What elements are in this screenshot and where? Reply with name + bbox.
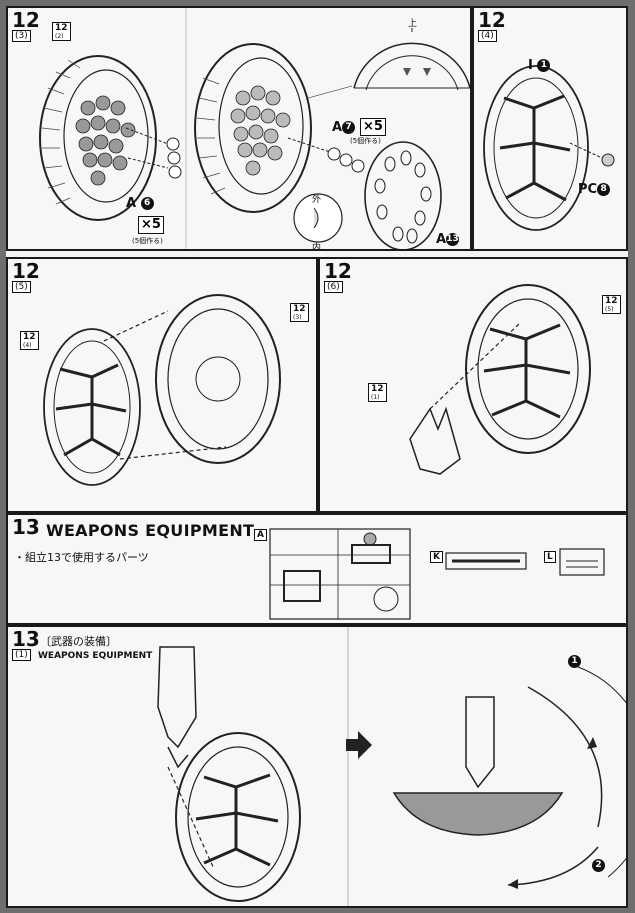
step-sub-number: (4) — [478, 30, 497, 42]
assembly-illustration-6 — [409, 284, 591, 475]
multiplier-note-center: (5個作る) — [350, 137, 381, 145]
step-sub-number: (3) — [12, 30, 31, 42]
step-number: 12 — [12, 8, 40, 32]
step-13-1-panel: 13 〔武器の装備〕 (1) WEAPONS EQUIPMENT 1 — [6, 625, 628, 908]
shield-illustration-left — [39, 8, 470, 249]
multiplier-box: ×5 — [138, 216, 164, 234]
multiplier-note: (5個作る) — [132, 237, 163, 245]
runner-a-tag: A — [254, 529, 267, 541]
step-sub-number: (5) — [12, 281, 31, 293]
parts-note: ・組立13で使用するパーツ — [14, 551, 149, 564]
ref-tag-12-5: 12(5) — [602, 295, 621, 314]
runner-a-illustration — [269, 528, 605, 620]
step-title-jp: 〔武器の装備〕 — [40, 635, 117, 648]
inner-label: 内 — [312, 243, 322, 251]
runner-k-tag: K — [430, 551, 443, 563]
part-label-a6: A 6 — [126, 196, 154, 211]
step-sub-number: (1) — [12, 649, 31, 661]
part-label-i1: I 1 — [528, 58, 551, 73]
section-title: WEAPONS EQUIPMENT — [46, 521, 255, 540]
instruction-sheet: 12 (3) 12(2) — [6, 6, 628, 908]
step-number: 13 — [12, 515, 40, 539]
step-13-parts-panel: 13 WEAPONS EQUIPMENT ・組立13で使用するパーツ A K L — [6, 513, 628, 625]
step-number: 12 — [12, 259, 40, 283]
top-label: 上 — [408, 19, 418, 29]
runner-l-tag: L — [544, 551, 556, 563]
assembly-illustration-5 — [43, 294, 281, 486]
step-number: 12 — [324, 259, 352, 283]
part-label-a13: A13 — [436, 232, 460, 247]
ref-tag: 12(2) — [52, 22, 71, 41]
outer-label: 外 — [312, 195, 322, 205]
step-title-en: WEAPONS EQUIPMENT — [38, 651, 153, 661]
multiplier-box-center: ×5 — [360, 118, 386, 136]
step-12-5-panel: 12 (5) 12(4) 12(3) — [6, 257, 318, 513]
step-number: 13 — [12, 627, 40, 651]
step-sub-number: (6) — [324, 281, 343, 293]
weapons-equipment-illustration — [157, 627, 626, 906]
ref-tag-12-3: 12(3) — [290, 303, 309, 322]
step-12-3-panel: 12 (3) 12(2) — [6, 6, 472, 251]
ref-tag-12-4: 12(4) — [20, 331, 39, 350]
frame-illustration-i1 — [483, 65, 615, 231]
sequence-arrow-1: 1 — [568, 655, 581, 668]
ref-tag-12-1: 12(1) — [368, 383, 387, 402]
step-number: 12 — [478, 8, 506, 32]
step-12-6-panel: 12 (6) 12(5) 12(1) — [318, 257, 628, 513]
sequence-arrow-2: 2 — [592, 859, 605, 872]
